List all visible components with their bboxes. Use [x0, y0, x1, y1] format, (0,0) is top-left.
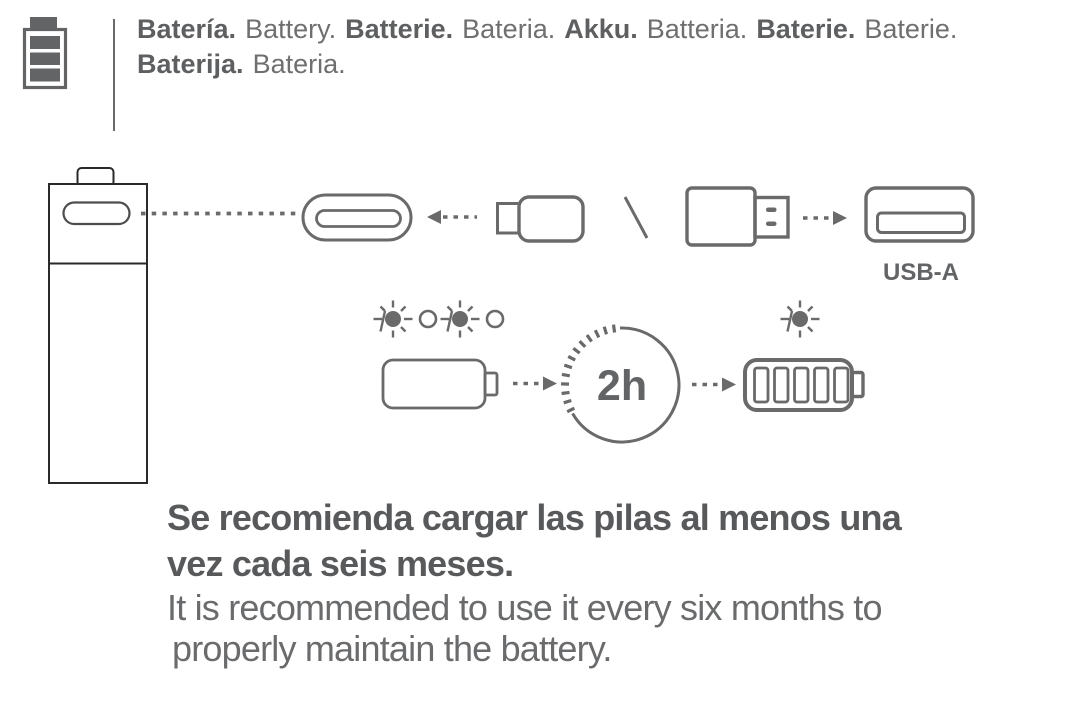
timer-tick-marks [560, 324, 617, 414]
arrow-left-dotted-icon [427, 210, 477, 224]
sun-led-on-icon [779, 299, 821, 339]
led-off-icon [485, 309, 505, 329]
usb-a-label: USB-A [883, 259, 959, 286]
battery-level-icon [22, 15, 70, 96]
arrow-right-dotted-icon [803, 211, 847, 225]
recommendation-es-line1: Se recomienda cargar las pilas al menos … [167, 497, 902, 538]
sun-led-on-icon [439, 299, 481, 339]
empty-battery-icon [381, 358, 499, 410]
led-off-icon [418, 309, 438, 329]
page-title: Batería.Battery.Batterie.Bateria.Akku.Ba… [137, 12, 1047, 82]
charge-timer-circle-icon: 2h [560, 324, 681, 444]
header-separator [113, 19, 115, 131]
usb-a-port-icon [864, 186, 975, 243]
led-blink-indicator-icon [372, 299, 505, 339]
arrow-right-dotted-icon [513, 376, 557, 391]
aa-battery-with-usb-c-port-icon [48, 167, 148, 484]
usb-c-port-icon [301, 193, 413, 242]
recommendation-en: It is recommended to use it every six mo… [167, 587, 883, 669]
full-battery-icon [743, 358, 865, 412]
usb-c-plug-icon [496, 195, 585, 243]
slash-icon [623, 196, 649, 239]
usb-c-socket [62, 201, 131, 226]
recommendation-en-line1: It is recommended to use it every six mo… [167, 587, 883, 628]
title-line-1: Batería.Battery.Batterie.Bateria.Akku.Ba… [137, 14, 958, 44]
title-line-2: Baterija.Bateria. [137, 49, 346, 79]
battery-terminal [30, 17, 57, 28]
recommendation-es-line2: vez cada seis meses. [167, 543, 514, 584]
charge-time-label: 2h [597, 362, 647, 410]
arrow-right-dotted-icon [692, 377, 736, 392]
recommendation-es: Se recomienda cargar las pilas al menos … [167, 495, 902, 587]
sun-led-on-icon [372, 299, 414, 339]
usb-a-adapter-icon [685, 186, 790, 247]
charging-diagram: USB-A 2h [0, 150, 1074, 505]
recommendation-en-line2: properly maintain the battery. [172, 628, 612, 669]
